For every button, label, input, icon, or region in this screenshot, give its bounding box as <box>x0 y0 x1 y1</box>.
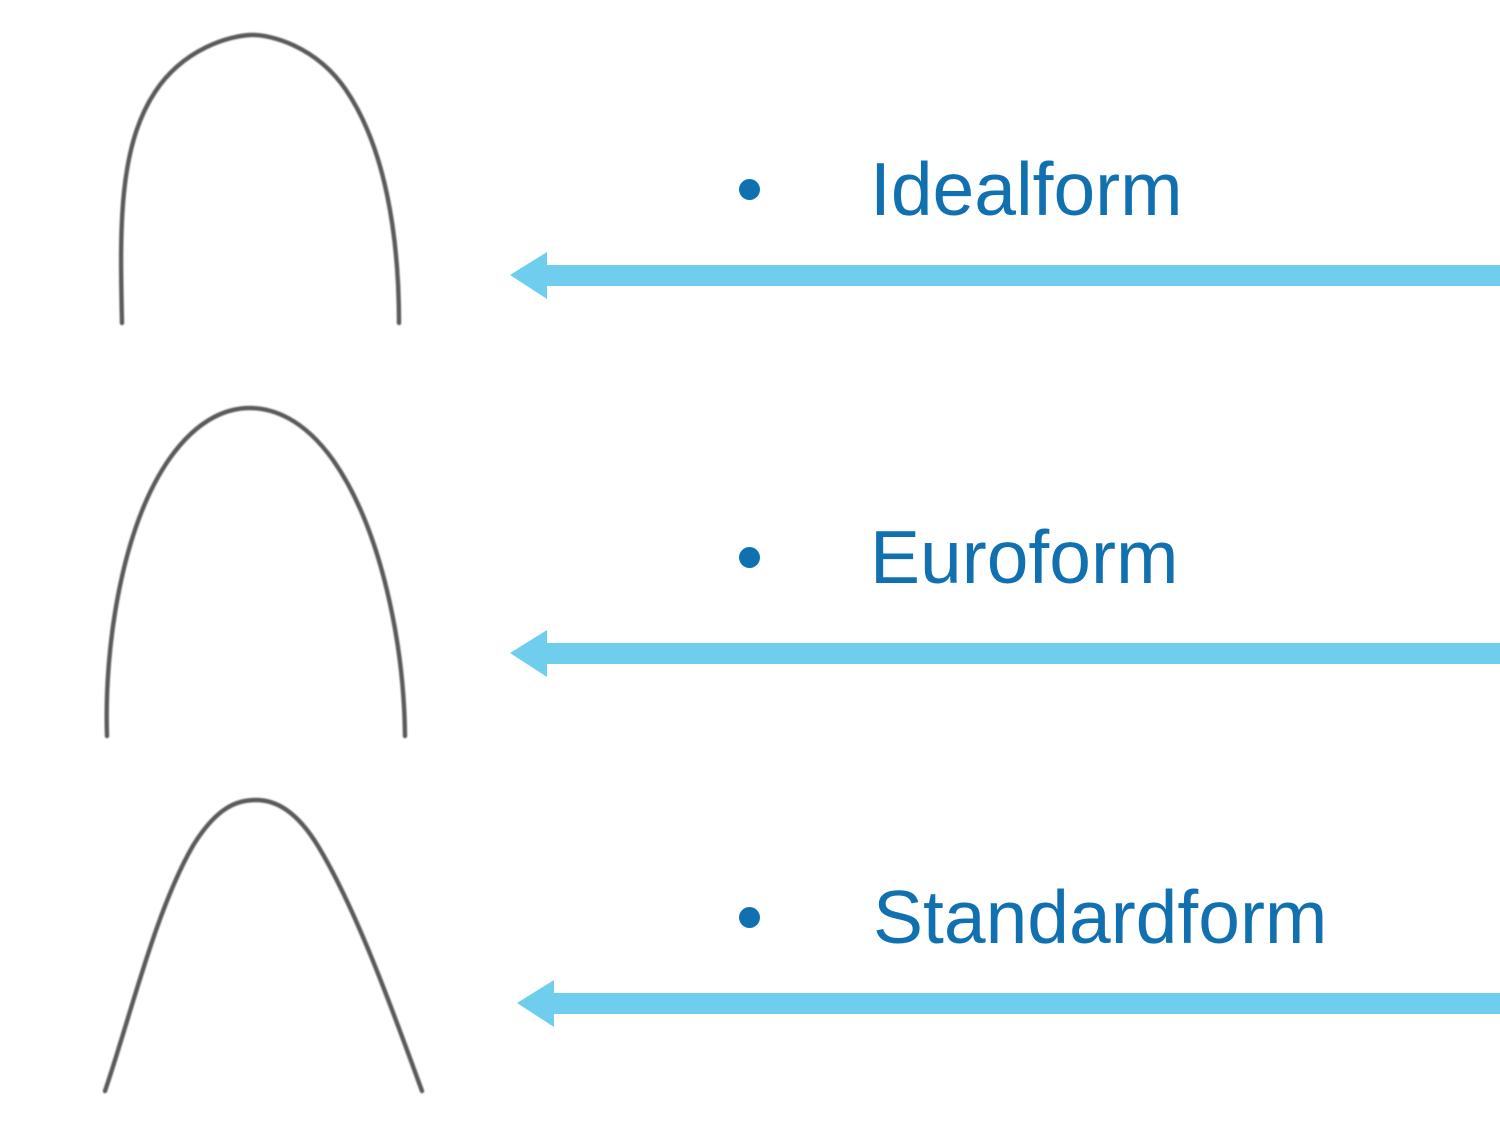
bullet-icon <box>739 179 760 200</box>
list-item-label: Idealform <box>870 147 1183 231</box>
archwire-idealform-icon <box>60 20 480 340</box>
arrow-left-icon-euroform <box>510 623 1500 683</box>
bullet-icon <box>739 907 760 928</box>
bullet-icon <box>739 547 760 568</box>
list-item-euroform: Euroform <box>739 520 1178 595</box>
arrow-left-icon-standardform <box>517 973 1500 1033</box>
list-item-label: Standardform <box>873 875 1328 959</box>
list-item-standardform: Standardform <box>739 880 1327 955</box>
arrow-left-icon-idealform <box>510 245 1500 305</box>
list-item-label: Euroform <box>870 515 1179 599</box>
archwire-standardform-icon <box>60 788 480 1100</box>
list-item-idealform: Idealform <box>739 152 1183 227</box>
archwire-euroform-icon <box>60 396 480 746</box>
